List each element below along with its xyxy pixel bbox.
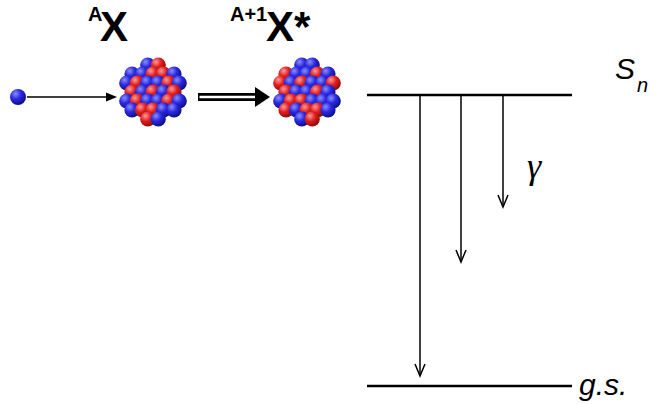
gamma-arrow	[502, 96, 504, 207]
arrowhead	[498, 195, 508, 207]
energy-level: g.s.	[367, 376, 657, 396]
arrowhead	[456, 250, 466, 262]
arrow-shaft	[198, 93, 258, 101]
neutron-arrow	[27, 96, 108, 98]
level-line	[367, 60, 657, 96]
level-line	[367, 385, 572, 388]
nucleus: AX	[118, 56, 188, 128]
nucleon	[151, 111, 166, 126]
level-line	[367, 94, 572, 97]
level-label: g.s.	[579, 370, 627, 400]
gamma-arrow	[415, 96, 425, 376]
arrowhead	[415, 364, 425, 376]
arrowhead	[255, 87, 270, 107]
nucleus-label: A+1	[230, 4, 267, 24]
nucleus-picture	[271, 56, 343, 128]
nucleus-picture	[118, 56, 188, 128]
nucleus: A+1X*	[271, 56, 343, 128]
nucleon	[166, 102, 181, 117]
gamma-arrow	[460, 96, 462, 262]
arrowhead	[106, 93, 117, 102]
nucleus-label: X	[100, 6, 128, 48]
arrow-gap	[200, 96, 258, 99]
energy-level: Sn	[367, 60, 657, 96]
level-label: S	[615, 54, 635, 84]
nucleon	[320, 102, 335, 117]
arrow-shaft	[419, 96, 421, 375]
nucleus-label: X*	[266, 6, 310, 48]
gamma-label: γ	[527, 148, 541, 184]
nucleon	[305, 111, 320, 126]
level-label: n	[637, 75, 648, 95]
reaction-arrow	[198, 87, 270, 107]
neutron	[10, 89, 26, 105]
